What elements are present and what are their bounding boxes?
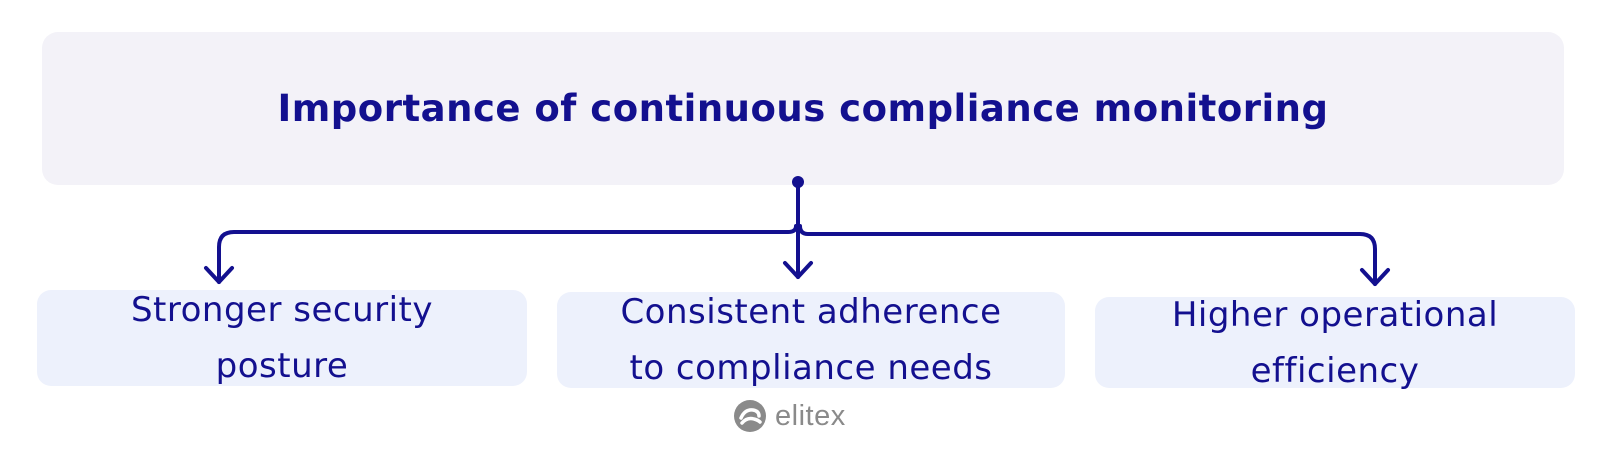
benefit-text-line: posture xyxy=(215,346,349,386)
benefit-text-line: Stronger security xyxy=(130,290,434,330)
title-box: Importance of continuous compliance moni… xyxy=(42,32,1564,185)
benefit-text-line: Consistent adherence xyxy=(620,292,1002,332)
arrowhead-middle xyxy=(783,261,813,279)
benefit-box-security: Stronger security posture xyxy=(37,290,527,386)
connector-left-branch xyxy=(217,224,798,284)
benefit-text-line: efficiency xyxy=(1250,350,1420,391)
arrowhead-right xyxy=(1360,268,1390,286)
benefit-box-adherence: Consistent adherence to compliance needs xyxy=(557,292,1065,388)
benefit-box-efficiency: Higher operational efficiency xyxy=(1095,295,1575,391)
connector-right-branch xyxy=(798,224,1377,286)
diagram-title: Importance of continuous compliance moni… xyxy=(277,87,1329,130)
arrowhead-left xyxy=(204,266,234,284)
brand-logo: elitex xyxy=(733,398,846,434)
elitex-logo-icon xyxy=(734,400,766,432)
benefit-text-line: to compliance needs xyxy=(629,348,993,388)
benefit-text-line: Higher operational xyxy=(1171,294,1499,335)
connector-origin-dot xyxy=(792,176,804,188)
logo-wordmark: elitex xyxy=(775,399,846,432)
